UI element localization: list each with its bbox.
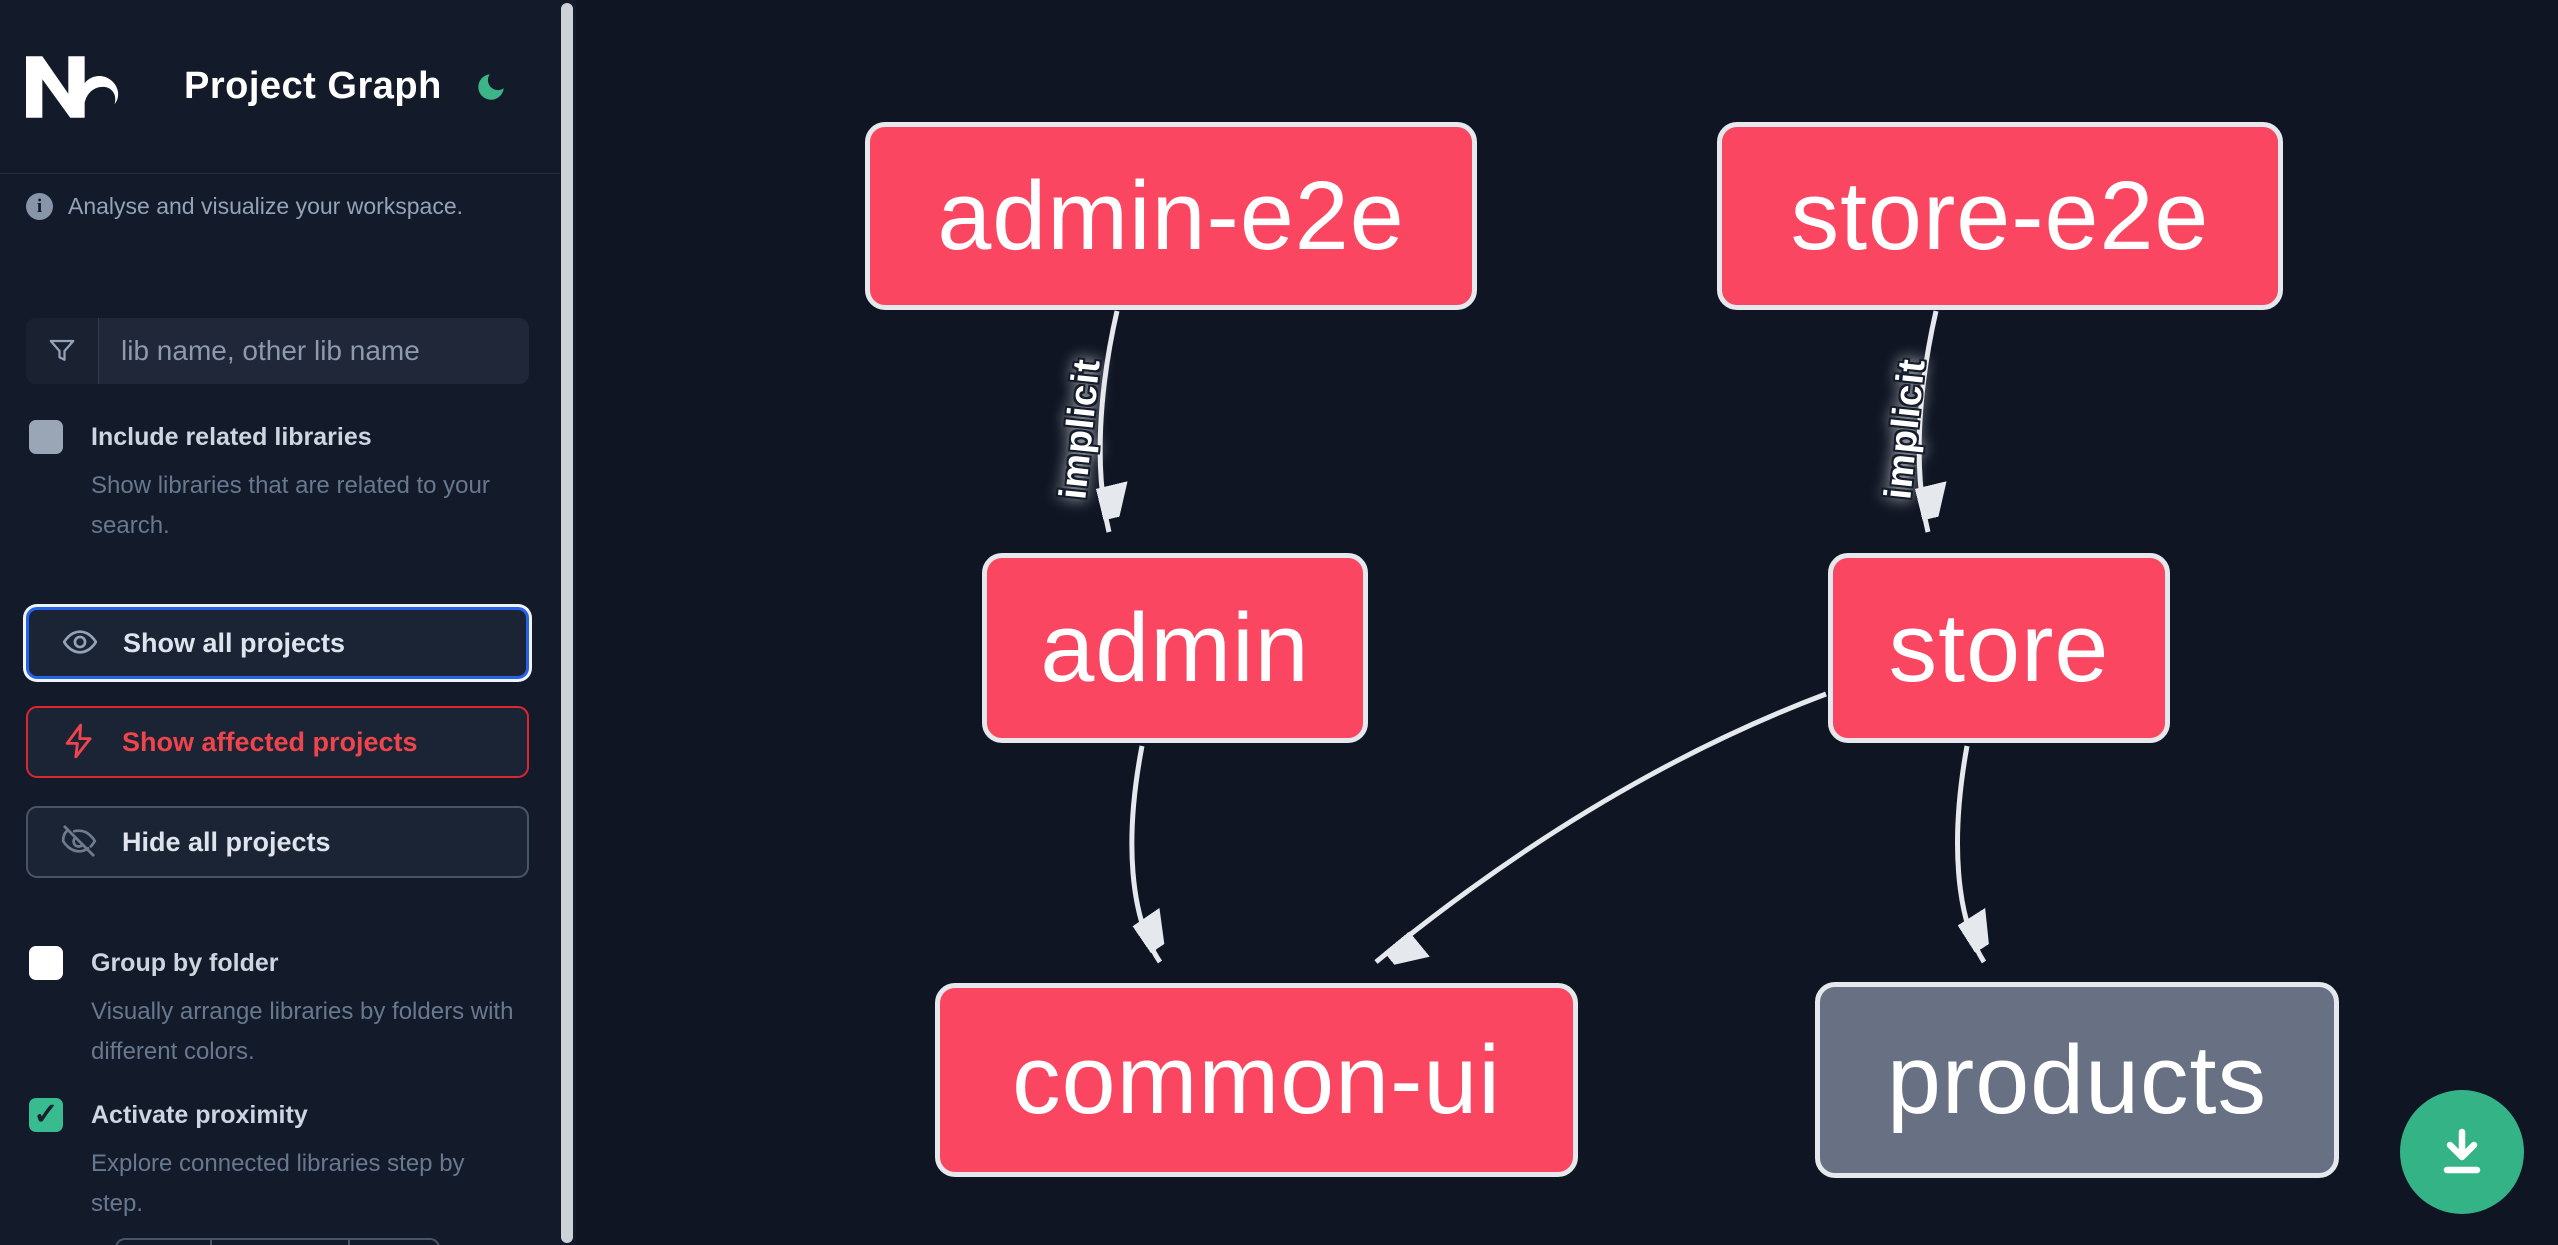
activate-proximity-label: Activate proximity: [91, 1100, 308, 1129]
activate-proximity-checkbox[interactable]: ✓: [29, 1098, 63, 1132]
filter-icon: [26, 318, 99, 384]
show-affected-projects-button[interactable]: Show affected projects: [26, 706, 529, 778]
show-all-projects-label: Show all projects: [123, 627, 346, 658]
toggle-activate-proximity: ✓ Activate proximity Explore connected l…: [29, 1092, 529, 1224]
hide-all-projects-label: Hide all projects: [122, 826, 331, 857]
bolt-icon: [60, 722, 98, 763]
group-by-folder-label: Group by folder: [91, 948, 279, 977]
edge-admin-common-ui: [1129, 745, 1160, 964]
graph-node-admin[interactable]: admin: [982, 553, 1368, 743]
show-affected-projects-label: Show affected projects: [122, 726, 418, 757]
check-icon: ✓: [33, 1098, 59, 1131]
sidebar-header: Project Graph: [0, 0, 560, 174]
download-icon: [2434, 1123, 2490, 1182]
group-by-folder-checkbox[interactable]: [29, 946, 63, 980]
moon-icon: [474, 73, 508, 107]
include-related-label: Include related libraries: [91, 422, 372, 451]
nx-logo-icon: [26, 55, 126, 119]
download-graph-button[interactable]: [2400, 1090, 2524, 1214]
toggle-include-related: Include related libraries Show libraries…: [29, 414, 529, 546]
include-related-checkbox[interactable]: [29, 420, 63, 454]
edge-store-common-ui: [1374, 691, 1827, 962]
sidebar-scrollbar-thumb[interactable]: [561, 3, 573, 1243]
search-box: [26, 318, 529, 384]
proximity-depth-stepper: [115, 1238, 440, 1245]
graph-node-store[interactable]: store: [1828, 553, 2170, 743]
info-icon: [26, 193, 53, 220]
group-by-folder-description: Visually arrange libraries by folders wi…: [91, 998, 514, 1065]
activate-proximity-description: Explore connected libraries step by step…: [91, 1150, 465, 1217]
toggle-group-by-folder: Group by folder Visually arrange librari…: [29, 940, 529, 1072]
graph-node-store-e2e[interactable]: store-e2e: [1717, 122, 2283, 310]
eye-icon: [61, 623, 99, 664]
graph-node-products[interactable]: products: [1815, 982, 2339, 1178]
stepper-increment-button[interactable]: [350, 1240, 438, 1245]
stepper-decrement-button[interactable]: [117, 1240, 212, 1245]
workspace-tagline: Analyse and visualize your workspace.: [26, 193, 463, 220]
eye-off-icon: [60, 822, 98, 863]
graph-node-admin-e2e[interactable]: admin-e2e: [865, 122, 1477, 310]
tagline-text: Analyse and visualize your workspace.: [68, 193, 464, 219]
graph-node-common-ui[interactable]: common-ui: [935, 983, 1578, 1177]
hide-all-projects-button[interactable]: Hide all projects: [26, 806, 529, 878]
show-all-projects-button[interactable]: Show all projects: [26, 607, 529, 679]
edge-label-implicit-left: implicit: [1052, 356, 1109, 502]
search-input[interactable]: [99, 318, 529, 384]
stepper-value: [212, 1240, 350, 1245]
edge-label-implicit-right: implicit: [1877, 356, 1934, 502]
edge-store-products: [1955, 745, 1984, 964]
theme-toggle-button[interactable]: [474, 70, 508, 104]
app-title: Project Graph: [184, 65, 442, 107]
sidebar: Project Graph Analyse and visualize your…: [0, 0, 576, 1245]
include-related-description: Show libraries that are related to your …: [91, 472, 490, 539]
